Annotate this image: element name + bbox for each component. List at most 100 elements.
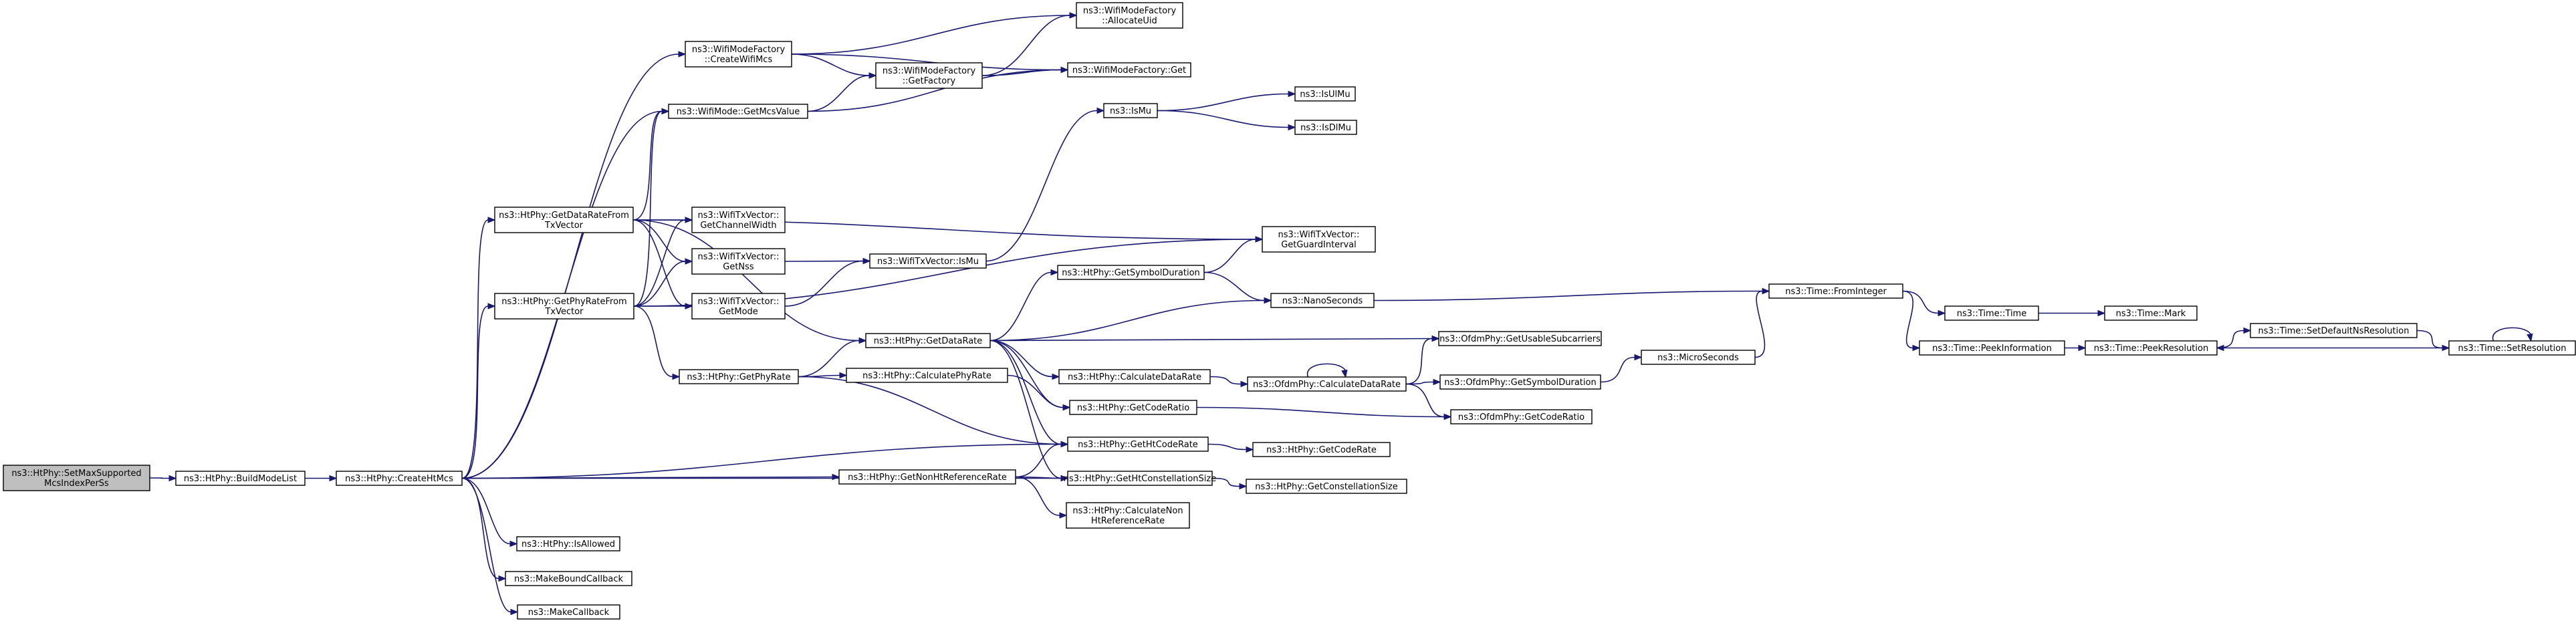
node-makeboundcallback[interactable]: ns3::MakeBoundCallback [505,571,632,586]
node-box [1057,265,1205,280]
node-getdatarate[interactable]: ns3::HtPhy::GetDataRate [865,333,991,348]
node-box [869,253,987,269]
node-box [1944,305,2039,321]
node-makecallback[interactable]: ns3::MakeCallback [517,604,620,620]
node-ofdm-calculatedatarate[interactable]: ns3::OfdmPhy::CalculateDataRate [1247,376,1407,392]
edge-line [2492,327,2533,342]
edge-arrowhead [1052,373,1060,380]
node-label: ns3::Time::FromInteger [1785,287,1887,297]
edge-ofdm-calculatedatarate-to-ofdm-getsymbolduration [1405,378,1441,386]
node-box [516,536,620,551]
node-time-frominteger[interactable]: ns3::Time::FromInteger [1768,283,1903,299]
node-label: ns3::MicroSeconds [1657,353,1739,363]
node-time-time[interactable]: ns3::Time::Time [1944,305,2039,321]
node-label: ns3::Time::PeekResolution [2094,344,2208,354]
node-gethtcoderate[interactable]: ns3::HtPhy::GetHtCodeRate [1067,436,1209,452]
edge-microseconds-to-time-frominteger [1754,287,1770,358]
edge-line [989,340,1062,479]
edge-line [1902,290,1939,314]
node-getphyrate[interactable]: ns3::HtPhy::GetPhyRate [679,369,799,384]
node-microseconds[interactable]: ns3::MicroSeconds [1641,350,1756,365]
edge-arrowhead [1433,378,1441,386]
node-time-peekinformation[interactable]: ns3::Time::PeekInformation [1919,340,2065,356]
node-txv-getmode[interactable]: ns3::WifiTxVector::GetMode [691,293,786,320]
edge-time-peekresolution-to-time-setdefaultnsresolution [2216,327,2252,349]
node-label: ns3::OfdmPhy::GetCodeRatio [1458,412,1585,422]
edge-line [1405,383,1445,418]
node-txv-getchannelwidth[interactable]: ns3::WifiTxVector::GetChannelWidth [691,207,786,233]
edge-arrowhead [1060,475,1069,482]
edges-layer [149,12,2533,616]
node-box [1294,86,1356,102]
node-wmf-allocateuid[interactable]: ns3::WifiModeFactory::AllocateUid [1076,2,1183,29]
edge-arrowhead [1938,309,1946,317]
node-label: ns3::HtPhy::CalculateDataRate [1068,372,1201,382]
node-ofdm-getusablesubcarriers[interactable]: ns3::OfdmPhy::GetUsableSubcarriers [1438,331,1602,346]
edge-arrowhead [862,257,871,265]
node-wmf-getfactory[interactable]: ns3::WifiModeFactory::GetFactory [875,62,983,89]
node-box [838,469,1016,485]
node-label: GetChannelWidth [700,221,776,231]
node-box [865,333,991,348]
node-nanoseconds[interactable]: ns3::NanoSeconds [1270,293,1375,308]
node-isulmu[interactable]: ns3::IsUlMu [1294,86,1356,102]
edge-line [1157,110,1289,128]
edge-wm-getmcsvalue-to-wmf-get [807,66,1069,112]
node-isdlmu[interactable]: ns3::IsDlMu [1294,120,1357,135]
node-wmf-get[interactable]: ns3::WifiModeFactory::Get [1067,62,1191,78]
edge-wmf-createwifimcs-to-wmf-getfactory [791,53,877,79]
edge-line [2416,330,2443,349]
edge-arrowhead [2243,327,2252,334]
edge-arrowhead [1762,287,1770,295]
node-ofdm-getsymbolduration[interactable]: ns3::OfdmPhy::GetSymbolDuration [1439,374,1601,390]
edge-getdatarate-to-nanoseconds [989,297,1272,342]
node-wmf-createwifimcs[interactable]: ns3::WifiModeFactory::CreateWifiMcs [685,41,792,68]
node-txv-getnss[interactable]: ns3::WifiTxVector::GetNss [691,248,786,275]
node-getconstellationsize[interactable]: ns3::HtPhy::GetConstellationSize [1246,479,1407,494]
edge-createhtmcs-to-getphyratefromtx [461,303,496,479]
node-gethtconstellationsize[interactable]: ns3::HtPhy::GetHtConstellationSize [1064,471,1216,486]
node-box [668,104,808,119]
node-wm-getmcsvalue[interactable]: ns3::WifiMode::GetMcsValue [668,104,808,119]
node-buildmodelist[interactable]: ns3::HtPhy::BuildModeList [175,471,306,486]
node-box [1067,471,1213,486]
node-getcoderate[interactable]: ns3::HtPhy::GetCodeRate [1252,442,1391,457]
node-label: ns3::IsDlMu [1300,123,1351,133]
edge-arrowhead [1059,512,1068,519]
node-calculatedatarate[interactable]: ns3::HtPhy::CalculateDataRate [1058,369,1211,384]
edge-arrowhead [498,575,507,582]
node-ismu[interactable]: ns3::IsMu [1103,103,1158,118]
node-createhtmcs[interactable]: ns3::HtPhy::CreateHtMcs [336,471,463,486]
node-isallowed[interactable]: ns3::HtPhy::IsAllowed [516,536,620,551]
edge-ofdm-getsymbolduration-to-microseconds [1600,354,1643,383]
edge-line [633,110,663,307]
node-time-mark[interactable]: ns3::Time::Mark [2104,305,2198,321]
node-getcoderatio[interactable]: ns3::HtPhy::GetCodeRatio [1069,400,1197,415]
node-ofdm-getcoderatio[interactable]: ns3::OfdmPhy::GetCodeRatio [1450,409,1593,424]
edge-line [791,53,1062,71]
edge-getphyratefromtx-to-txv-getchannelwidth [633,217,693,307]
edge-time-setresolution-to-time-peekresolution [2216,344,2449,352]
node-box [1438,331,1602,346]
node-txv-getguardinterval[interactable]: ns3::WifiTxVector::GetGuardInterval [1262,226,1376,253]
node-label: ns3::Time::Time [1957,309,2026,319]
node-time-setresolution[interactable]: ns3::Time::SetResolution [2448,340,2576,356]
node-getnonhtreferencerate[interactable]: ns3::HtPhy::GetNonHtReferenceRate [838,469,1016,485]
node-label: TxVector [544,307,584,317]
edge-arrowhead [2527,333,2533,342]
node-time-peekresolution[interactable]: ns3::Time::PeekResolution [2085,340,2218,356]
edge-gethtcoderate-to-getcoderate [1207,443,1254,453]
node-txv-ismu[interactable]: ns3::WifiTxVector::IsMu [869,253,987,269]
edge-getnonhtreferencerate-to-gethtcoderate [1015,441,1069,478]
edge-getdatarate-to-getsymbolduration [989,269,1059,342]
node-getsymbolduration[interactable]: ns3::HtPhy::GetSymbolDuration [1057,265,1205,280]
node-label: ns3::HtPhy::CalculateNon [1072,506,1183,516]
node-time-setdefaultnsresolution[interactable]: ns3::Time::SetDefaultNsResolution [2250,323,2418,338]
node-calculatephyrate[interactable]: ns3::HtPhy::CalculatePhyRate [846,368,1008,383]
node-box [1439,374,1601,390]
edge-line [981,69,1062,76]
